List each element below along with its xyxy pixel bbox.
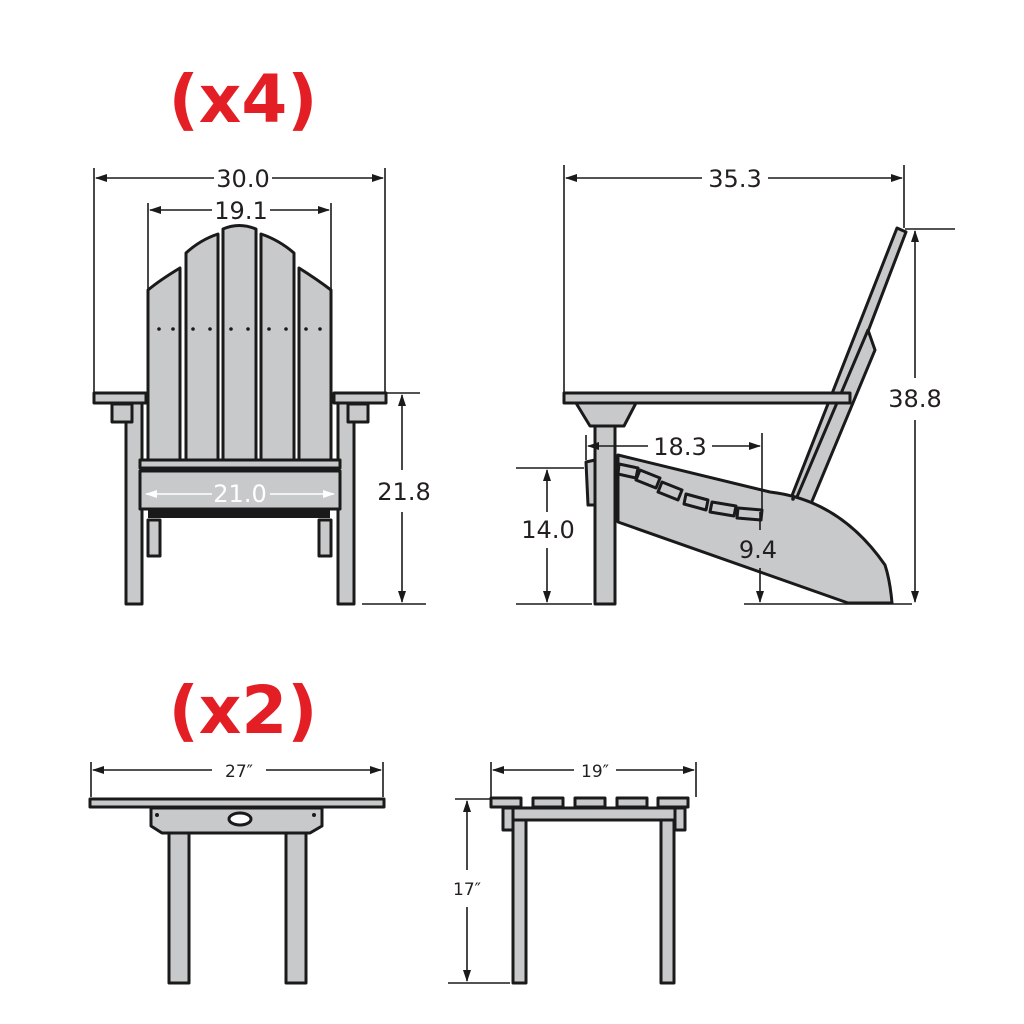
chair-front-dimensions: 30.0 19.1 21.8 [93, 165, 431, 605]
chair-seat-depth: 18.3 [653, 433, 706, 461]
table-front-view [88, 797, 386, 985]
table-side-view [489, 796, 690, 985]
chair-overall-depth: 35.3 [708, 165, 761, 193]
chair-arm-height: 21.8 [377, 478, 430, 506]
table-side-dimensions: 19″ 17″ [448, 762, 697, 984]
chair-rear-seat-height: 9.4 [739, 536, 777, 564]
table-width: 27″ [225, 762, 253, 782]
chair-overall-width: 30.0 [216, 165, 269, 193]
chair-back-width: 19.1 [214, 197, 267, 225]
chair-side-view [562, 226, 908, 606]
chair-side-dimensions: 35.3 38.8 18.3 14.0 9.4 [516, 165, 955, 605]
table-front-dimensions: 27″ [90, 762, 384, 797]
table-quantity-label: (x2) [169, 672, 318, 749]
chair-seat-width: 21.0 [213, 480, 266, 508]
chair-front-view: 21.0 [92, 224, 388, 606]
table-depth: 19″ [581, 762, 609, 782]
chair-front-seat-height: 14.0 [521, 516, 574, 544]
table-height: 17″ [453, 880, 481, 900]
chair-overall-height: 38.8 [888, 385, 941, 413]
chair-quantity-label: (x4) [169, 61, 318, 138]
